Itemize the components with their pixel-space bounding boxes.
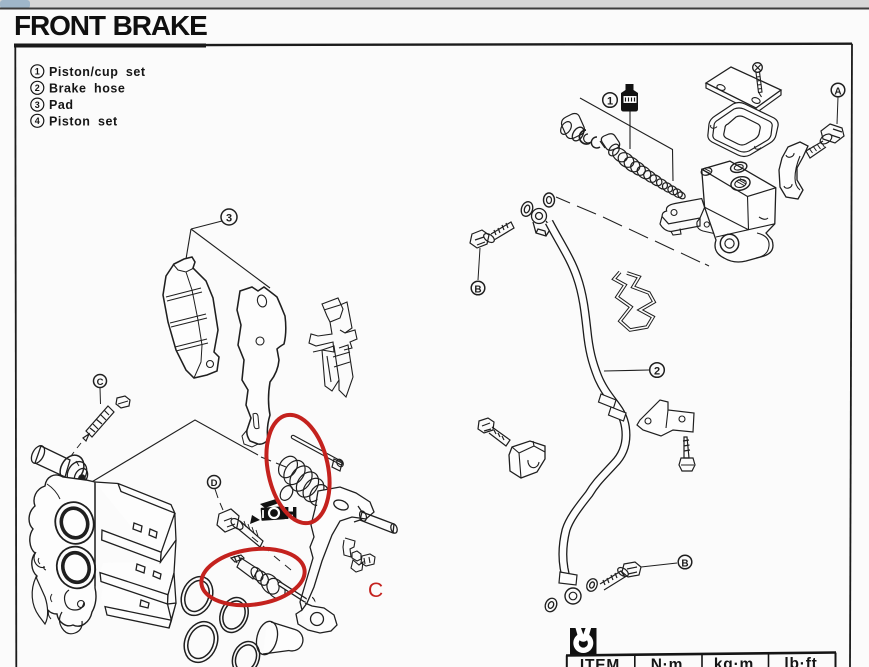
svg-text:lb·ft: lb·ft (784, 656, 817, 667)
svg-text:1: 1 (607, 96, 613, 108)
svg-text:A: A (834, 86, 841, 97)
svg-text:3: 3 (35, 100, 40, 110)
svg-text:ITEM: ITEM (580, 657, 620, 667)
svg-text:C: C (97, 377, 104, 388)
svg-text:B: B (681, 558, 688, 569)
svg-text:kg·m: kg·m (714, 656, 754, 667)
svg-text:1: 1 (35, 67, 40, 77)
svg-text:C: C (368, 579, 383, 602)
svg-text:D: D (211, 478, 218, 489)
svg-text:2: 2 (654, 366, 660, 378)
svg-text:Pad: Pad (49, 98, 74, 112)
svg-text:2: 2 (35, 83, 40, 93)
svg-text:N·m: N·m (651, 657, 684, 667)
svg-text:Piston set: Piston set (49, 115, 118, 129)
svg-text:Piston/cup set: Piston/cup set (49, 65, 146, 79)
svg-text:4: 4 (35, 116, 40, 126)
svg-text:3: 3 (226, 213, 232, 225)
svg-text:FRONT BRAKE: FRONT BRAKE (14, 10, 207, 41)
svg-text:Brake hose: Brake hose (49, 82, 125, 96)
svg-text:B: B (474, 284, 481, 295)
